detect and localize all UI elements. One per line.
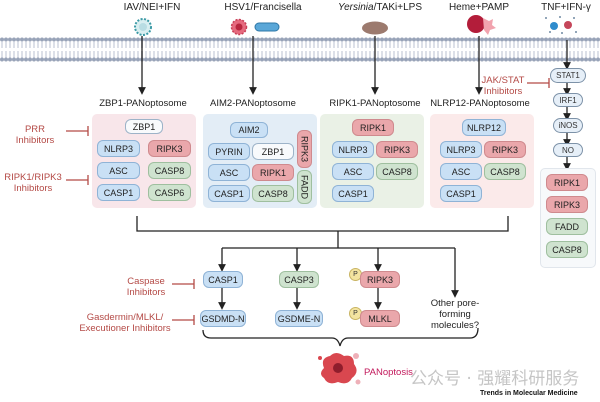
- protein-asc: ASC: [208, 164, 250, 181]
- dying-cell-icon: [318, 353, 361, 385]
- yersinia-text: Yersinia: [337, 2, 374, 13]
- stimulus-aim2-label: HSV1/Francisella: [224, 2, 302, 13]
- protein-casp1: CASP1: [97, 184, 140, 201]
- protein-pyrin: PYRIN: [208, 143, 250, 160]
- stimulus-tnf-label: TNF+IFN-γ: [541, 2, 591, 13]
- stimulus-nlrp12-label: Heme+PAMP: [448, 2, 510, 13]
- cell-membrane: [0, 37, 600, 62]
- executioner-gsdmd: GSDMD-N: [200, 310, 246, 327]
- virus-hsv1-icon: [230, 18, 248, 36]
- protein-asc: ASC: [332, 163, 374, 180]
- node-inos: iNOS: [553, 118, 583, 133]
- cytokine-icon: [545, 16, 577, 34]
- virus-iav-icon: [134, 18, 152, 36]
- executioner-gsdme: GSDME-N: [275, 310, 323, 327]
- protein-casp1: CASP1: [440, 185, 482, 202]
- protein-zbp1: ZBP1: [252, 143, 294, 160]
- outcome-brace: [202, 327, 479, 347]
- protein-ripk3: RIPK3: [546, 196, 588, 213]
- heme-icon: [467, 15, 496, 35]
- protein-asc: ASC: [440, 163, 482, 180]
- executioner-casp3: CASP3: [279, 271, 319, 288]
- zbp1-panoptosome-title: ZBP1-PANoptosome: [99, 98, 187, 109]
- phosphorylation-icon: P: [349, 307, 362, 320]
- bacterium-francisella-icon: [254, 22, 280, 32]
- protein-ripk1: RIPK1: [546, 174, 588, 191]
- ripk1-panoptosome-title: RIPK1-PANoptosome: [329, 98, 421, 109]
- protein-nlrp3: NLRP3: [332, 141, 374, 158]
- protein-zbp1: ZBP1: [125, 119, 163, 134]
- protein-casp6: CASP6: [148, 184, 191, 201]
- protein-ripk3: RIPK3: [376, 141, 418, 158]
- protein-fadd: FADD: [546, 218, 588, 235]
- node-stat1: STAT1: [550, 68, 586, 83]
- watermark: 公众号 · 强耀科研服务: [410, 369, 580, 389]
- executioner-mlkl: MLKL: [360, 310, 400, 327]
- protein-ripk1: RIPK1: [252, 164, 294, 181]
- protein-casp8: CASP8: [148, 162, 191, 179]
- stimulus-zbp1-label: IAV/NEI+IFN: [123, 2, 181, 13]
- protein-casp8: CASP8: [546, 241, 588, 258]
- protein-ripk3: RIPK3: [484, 141, 526, 158]
- protein-casp1: CASP1: [332, 185, 374, 202]
- nlrp12-panoptosome-title: NLRP12-PANoptosome: [430, 98, 530, 109]
- protein-casp8: CASP8: [376, 163, 418, 180]
- protein-casp8: CASP8: [252, 185, 294, 202]
- protein-ripk3: RIPK3: [297, 130, 312, 168]
- stimulus-ripk1-label: Yersinia/TAKi+LPS: [330, 2, 430, 13]
- panoptosis-label: PANoptosis: [364, 367, 413, 378]
- journal-credit: Trends in Molecular Medicine: [480, 390, 578, 397]
- executioner-casp1: CASP1: [203, 271, 243, 288]
- protein-casp1: CASP1: [208, 185, 250, 202]
- protein-nlrp12: NLRP12: [462, 119, 506, 136]
- executioner-ripk3: RIPK3: [360, 271, 400, 288]
- node-irf1: IRF1: [553, 93, 583, 107]
- aim2-panoptosome-title: AIM2-PANoptosome: [210, 98, 296, 109]
- protein-nlrp3: NLRP3: [440, 141, 482, 158]
- protein-aim2: AIM2: [230, 122, 268, 138]
- protein-nlrp3: NLRP3: [97, 140, 140, 157]
- protein-fadd: FADD: [297, 170, 312, 204]
- protein-asc: ASC: [97, 162, 140, 179]
- node-no: NO: [553, 143, 583, 157]
- merge-bracket: [136, 216, 509, 232]
- protein-ripk1: RIPK1: [352, 119, 394, 136]
- executioner-inhibitors-label: Gasdermin/MLKL/Executioner Inhibitors: [79, 312, 171, 334]
- protein-casp8: CASP8: [484, 163, 526, 180]
- protein-ripk3: RIPK3: [148, 140, 191, 157]
- taki-lps-text: /TAKi+LPS: [373, 2, 423, 13]
- bacterium-yersinia-icon: [362, 21, 388, 35]
